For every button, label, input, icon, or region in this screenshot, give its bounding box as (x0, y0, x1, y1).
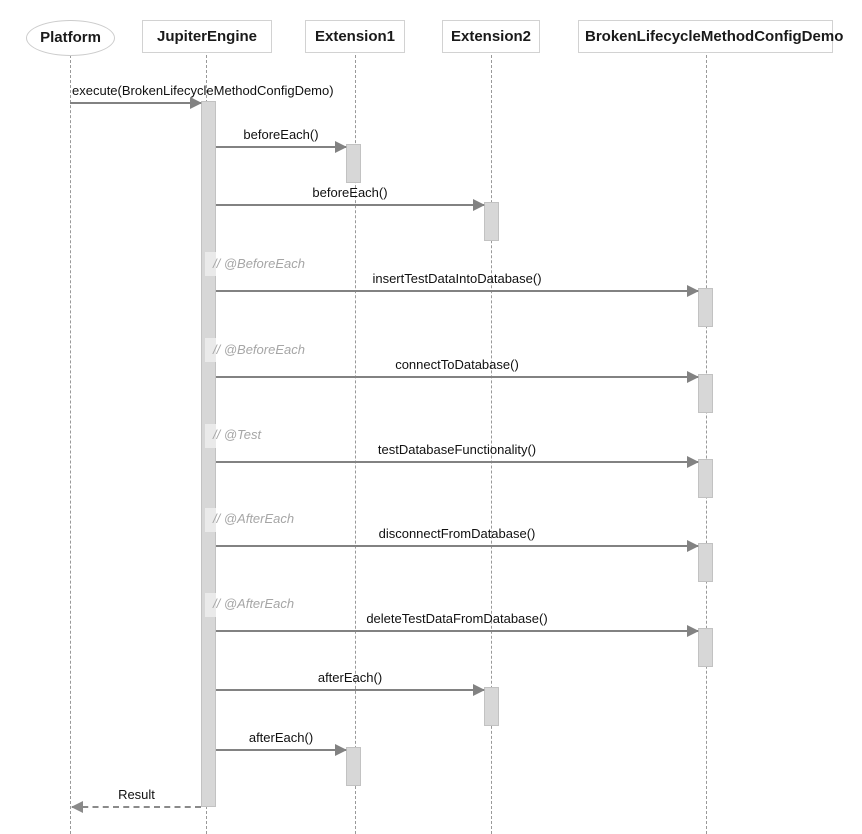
comment-beforeeach-2: // @BeforeEach (213, 342, 305, 357)
participant-extension1: Extension1 (305, 20, 405, 53)
participant-extension2: Extension2 (442, 20, 540, 53)
arrowhead-icon (335, 744, 347, 756)
message-label: Result (118, 787, 155, 802)
activation-extension1-after (346, 747, 361, 786)
activation-jupiterengine (201, 101, 216, 807)
message-beforeeach-ext1: beforeEach() (216, 127, 347, 153)
participant-label: Platform (40, 29, 101, 46)
participant-platform: Platform (26, 20, 115, 56)
message-aftereach-ext1: afterEach() (216, 730, 347, 756)
activation-demo-test (698, 459, 713, 498)
arrowhead-icon (190, 97, 202, 109)
message-label: afterEach() (248, 730, 314, 745)
arrowhead-icon (335, 141, 347, 153)
arrowhead-icon (687, 456, 699, 468)
message-execute: execute(BrokenLifecycleMethodConfigDemo) (70, 83, 334, 109)
participant-jupiterengine: JupiterEngine (142, 20, 272, 53)
comment-marker (205, 338, 216, 362)
message-label: testDatabaseFunctionality() (377, 442, 537, 457)
comment-aftereach-2: // @AfterEach (213, 596, 295, 611)
message-aftereach-ext2: afterEach() (216, 670, 485, 696)
message-result-return: Result (71, 787, 201, 813)
message-beforeeach-ext2: beforeEach() (216, 185, 485, 211)
arrowhead-icon (71, 801, 83, 813)
activation-extension2-before (484, 202, 499, 241)
arrowhead-icon (473, 684, 485, 696)
arrowhead-icon (687, 285, 699, 297)
message-disconnectfromdatabase: disconnectFromDatabase() (216, 526, 699, 552)
participant-label: Extension2 (450, 28, 532, 45)
comment-beforeeach-1: // @BeforeEach (213, 256, 305, 271)
message-inserttestdata: insertTestDataIntoDatabase() (216, 271, 699, 297)
message-label: deleteTestDataFromDatabase() (366, 611, 548, 626)
message-label: execute(BrokenLifecycleMethodConfigDemo) (72, 83, 334, 98)
activation-demo-delete (698, 628, 713, 667)
message-label: disconnectFromDatabase() (378, 526, 536, 541)
message-connecttodatabase: connectToDatabase() (216, 357, 699, 383)
participant-label: JupiterEngine (156, 28, 257, 45)
message-deletetestdata: deleteTestDataFromDatabase() (216, 611, 699, 637)
message-label: insertTestDataIntoDatabase() (372, 271, 542, 286)
participant-brokenlifecyclemethodconfigdemo: BrokenLifecycleMethodConfigDemo (578, 20, 843, 53)
comment-marker (205, 508, 216, 532)
message-label: beforeEach() (312, 185, 388, 200)
message-testdatabasefunctionality: testDatabaseFunctionality() (216, 442, 699, 468)
message-label: afterEach() (317, 670, 383, 685)
activation-demo-disconnect (698, 543, 713, 582)
activation-demo-connect (698, 374, 713, 413)
activation-extension1-before (346, 144, 361, 183)
comment-aftereach-1: // @AfterEach (213, 511, 295, 526)
arrowhead-icon (687, 540, 699, 552)
participant-label: BrokenLifecycleMethodConfigDemo (585, 28, 844, 45)
activation-demo-insert (698, 288, 713, 327)
arrowhead-icon (687, 625, 699, 637)
message-label: connectToDatabase() (395, 357, 519, 372)
activation-extension2-after (484, 687, 499, 726)
lifeline-extension1 (355, 55, 356, 834)
arrowhead-icon (473, 199, 485, 211)
comment-marker (205, 424, 216, 448)
arrowhead-icon (687, 371, 699, 383)
lifeline-extension2 (491, 55, 492, 834)
comment-test: // @Test (213, 427, 262, 442)
comment-marker (205, 593, 216, 617)
participant-label: Extension1 (314, 28, 396, 45)
message-label: beforeEach() (243, 127, 319, 142)
comment-marker (205, 252, 216, 276)
lifeline-platform (70, 55, 71, 834)
lifeline-brokenlifecyclemethodconfigdemo (706, 55, 707, 834)
